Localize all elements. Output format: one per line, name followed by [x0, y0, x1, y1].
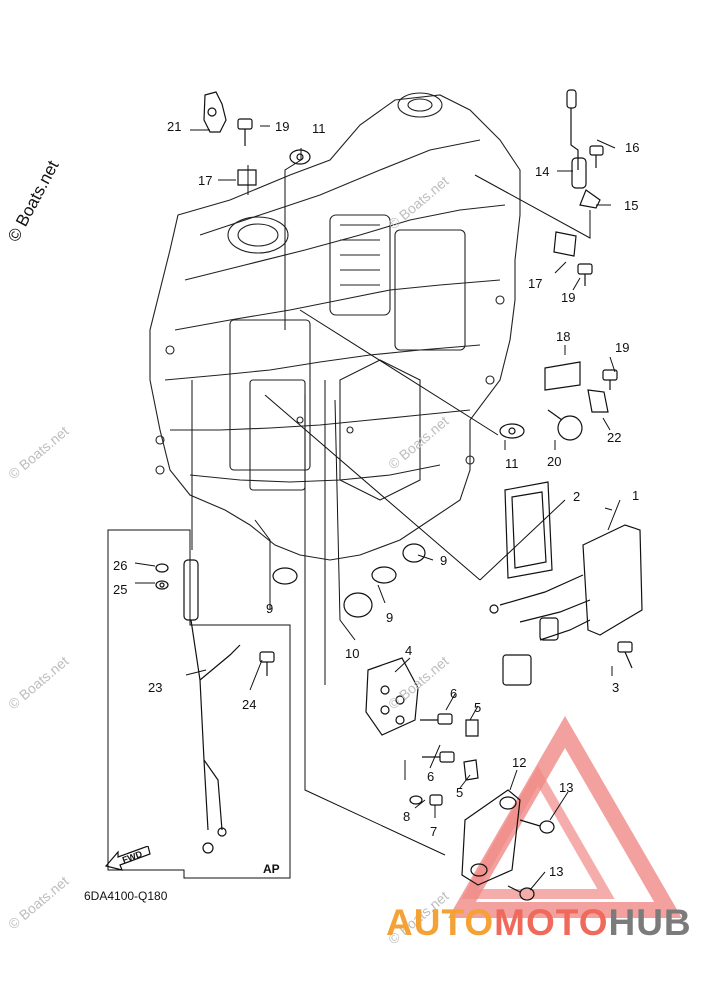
callout-9a: 9 — [440, 553, 447, 568]
sensor-14-icon — [566, 89, 587, 189]
fwd-arrow-icon — [104, 846, 151, 871]
sensor-22-icon — [587, 389, 609, 413]
bolt-24-icon — [259, 651, 275, 676]
callout-7: 7 — [430, 824, 437, 839]
callout-19b: 19 — [561, 290, 575, 305]
callout-17a: 17 — [198, 173, 212, 188]
bolt-19c-icon — [602, 369, 618, 390]
bolt-3-icon — [617, 641, 633, 669]
callout-9b: 9 — [386, 610, 393, 625]
callout-5a: 5 — [474, 700, 481, 715]
callout-2: 2 — [573, 489, 580, 504]
sensor-20-icon — [547, 409, 583, 441]
ap-label: AP — [263, 862, 280, 876]
leader-lines — [107, 125, 621, 891]
gasket-2-icon — [504, 481, 553, 579]
callout-labels: 1 2 3 4 5 5 6 6 7 8 9 9 9 10 11 11 12 13… — [113, 119, 639, 879]
callout-5b: 5 — [456, 785, 463, 800]
diagram-code: 6DA4100-Q180 — [84, 889, 168, 903]
clamp-11-icon — [289, 149, 525, 439]
clamp-9-icon — [272, 543, 426, 585]
brand-part-auto: AUTO — [386, 902, 495, 943]
callout-11a: 11 — [312, 121, 326, 136]
clamp-10-icon — [343, 592, 373, 618]
callout-22: 22 — [607, 430, 621, 445]
bolt-19-icon — [237, 118, 253, 146]
cable-23-icon — [183, 559, 241, 854]
callout-13b: 13 — [549, 864, 563, 879]
bracket-15-icon — [579, 189, 601, 209]
nut-26-icon — [155, 563, 169, 573]
bolt-16-icon — [589, 145, 604, 168]
clamp-17b-icon — [553, 231, 577, 257]
callout-6b: 6 — [427, 769, 434, 784]
bolt-6-icon — [420, 713, 455, 763]
grommet-12-icon — [461, 789, 521, 886]
callout-20: 20 — [547, 454, 561, 469]
clamp-17-icon — [237, 169, 257, 186]
callout-10: 10 — [345, 646, 359, 661]
callout-18: 18 — [556, 329, 570, 344]
callout-21: 21 — [167, 119, 181, 134]
callout-6a: 6 — [450, 686, 457, 701]
callout-23: 23 — [148, 680, 162, 695]
callout-15: 15 — [624, 198, 638, 213]
bolt-19b-icon — [577, 263, 593, 286]
callout-9c: 9 — [266, 601, 273, 616]
callout-19c: 19 — [615, 340, 629, 355]
callout-1: 1 — [632, 488, 639, 503]
part-sensor-21-icon — [203, 91, 227, 133]
brand-part-moto: MOTO — [494, 902, 609, 943]
callout-8: 8 — [403, 809, 410, 824]
callout-13a: 13 — [559, 780, 573, 795]
clip-5-icon — [463, 719, 479, 781]
engine-block — [149, 92, 521, 561]
callout-3: 3 — [612, 680, 619, 695]
brand-part-hub: HUB — [608, 902, 692, 943]
callout-11b: 11 — [505, 456, 519, 471]
callout-17b: 17 — [528, 276, 542, 291]
washer-25-icon — [155, 580, 169, 590]
screw-13-icon — [507, 819, 555, 901]
callout-24: 24 — [242, 697, 256, 712]
callout-26: 26 — [113, 558, 127, 573]
callout-16: 16 — [625, 140, 639, 155]
callout-25: 25 — [113, 582, 127, 597]
bracket-18-icon — [544, 361, 581, 391]
callout-12: 12 — [512, 755, 526, 770]
relay-4-icon — [365, 657, 419, 736]
ecu-1-icon — [489, 524, 643, 686]
callout-19a: 19 — [275, 119, 289, 134]
brand-triangle-icon — [448, 716, 682, 918]
callout-4: 4 — [405, 643, 412, 658]
bolt-7-icon — [429, 794, 443, 806]
callout-14: 14 — [535, 164, 549, 179]
washer-8-icon — [409, 795, 423, 805]
brand-logo: AUTOMOTOHUB — [386, 902, 692, 944]
